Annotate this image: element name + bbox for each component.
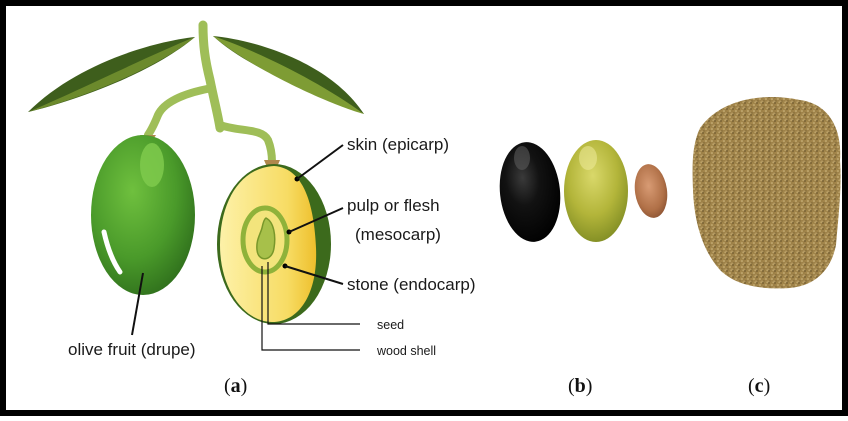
olive-pit [631,162,670,220]
label-skin: skin (epicarp) [347,135,449,154]
label-mesocarp: (mesocarp) [355,225,441,244]
black-olive [495,139,565,245]
powder-pile [693,97,841,288]
label-wood-shell: wood shell [376,344,436,358]
panel-c-powder: (c) [693,97,841,397]
label-pulp: pulp or flesh [347,196,440,215]
green-olive-shine [579,146,597,170]
caption-b: (b) [568,375,592,397]
stem-main [203,25,220,128]
leaf-right-highlight [213,36,364,114]
label-stone: stone (endocarp) [347,275,476,294]
panel-a-diagram: skin (epicarp) pulp or flesh (mesocarp) … [28,25,476,397]
label-seed: seed [377,318,404,332]
caption-a: (a) [224,375,247,397]
caption-c: (c) [748,375,770,397]
stem-right [220,125,272,162]
black-olive-shine [514,146,530,170]
label-fruit: olive fruit (drupe) [68,340,196,359]
olive-highlight-spot [140,143,164,187]
panel-b-photos: (b) [495,139,671,397]
stem-left [148,88,212,135]
